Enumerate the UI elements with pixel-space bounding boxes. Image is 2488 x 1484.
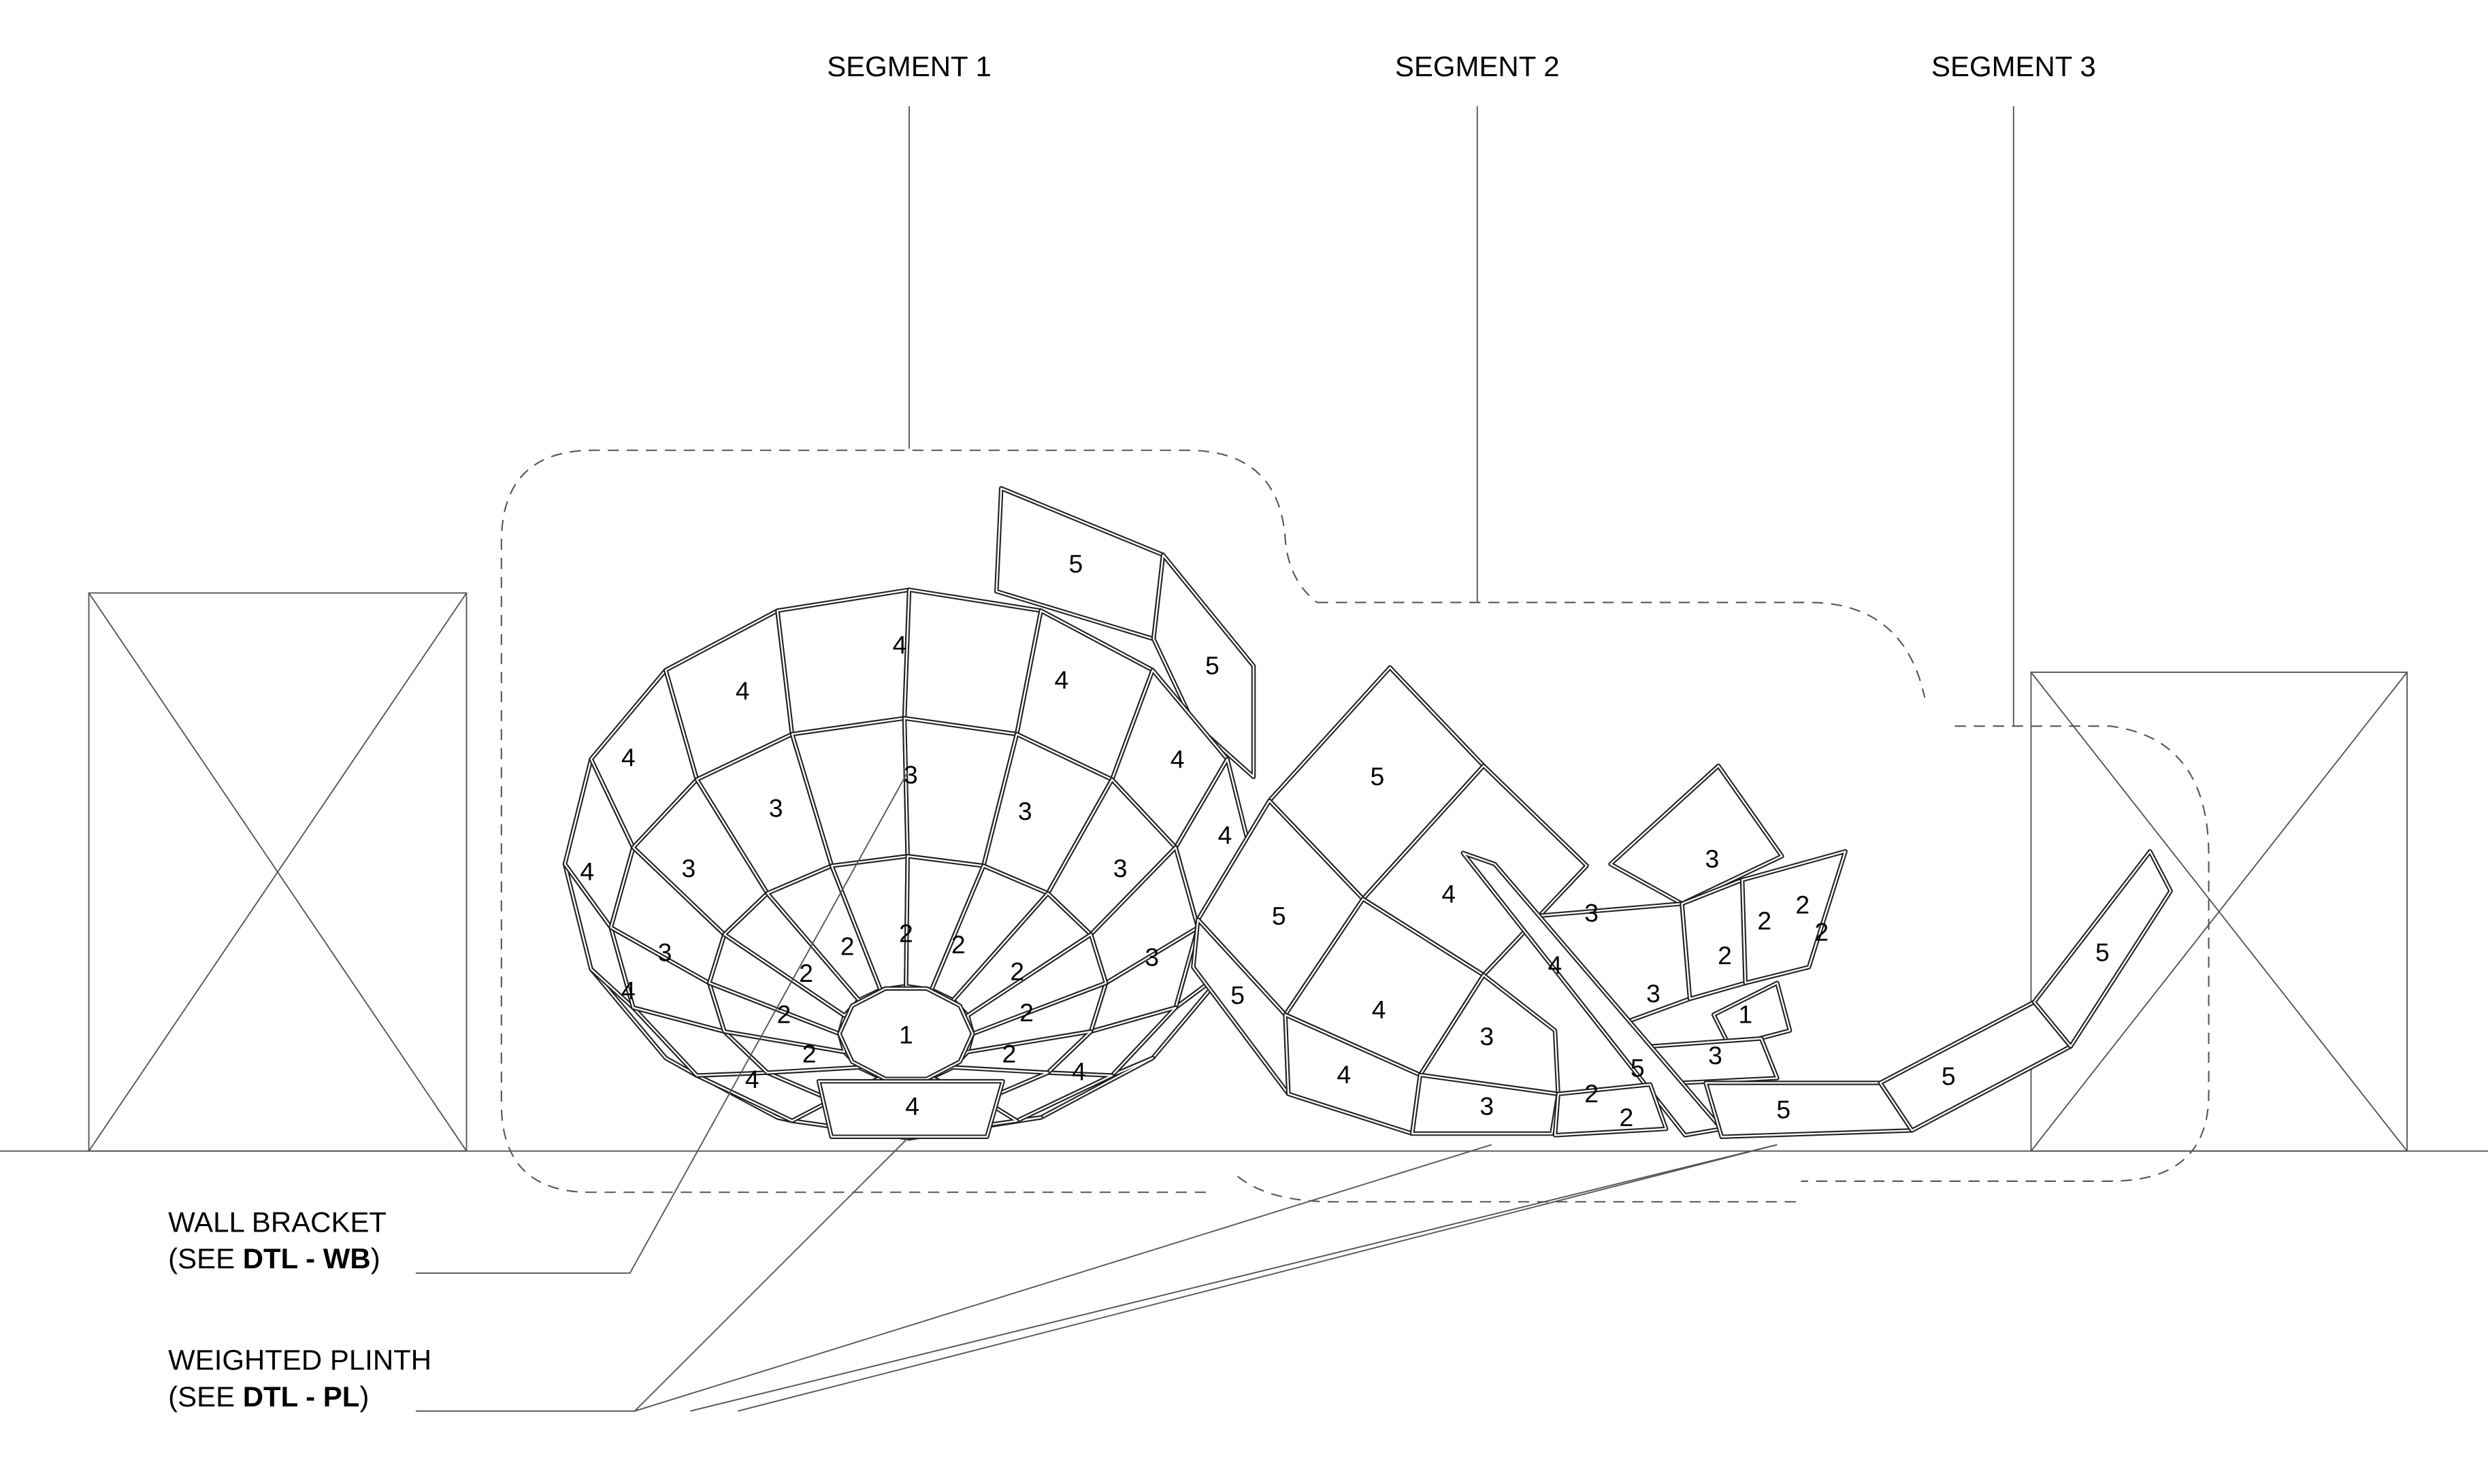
panel-number: 4 <box>905 1092 919 1121</box>
panel-number: 4 <box>621 743 636 772</box>
panel-number: 3 <box>904 761 918 789</box>
panel-number: 3 <box>1646 979 1660 1008</box>
panel-number: 4 <box>1548 951 1562 979</box>
panel-number: 2 <box>1795 891 1810 919</box>
panel-number: 4 <box>1372 995 1386 1023</box>
panel <box>1741 851 1846 984</box>
panel-number: 1 <box>899 1021 913 1049</box>
panel-number: 3 <box>1113 854 1128 883</box>
right-wall-element <box>2030 672 2408 1152</box>
panel-number: 4 <box>736 676 750 705</box>
wall-bracket-label: WALL BRACKET <box>168 1206 387 1238</box>
panel <box>838 987 974 1080</box>
panel <box>2033 851 2172 1048</box>
panel-number: 4 <box>745 1065 759 1093</box>
panel-number: 4 <box>1072 1057 1086 1085</box>
panel-number: 5 <box>1205 651 1220 680</box>
panel-number: 3 <box>1584 898 1599 927</box>
panel <box>1554 1083 1667 1136</box>
panel-number: 2 <box>799 959 813 987</box>
panel-number: 4 <box>1441 879 1456 908</box>
panel <box>1680 877 1748 1002</box>
panel-number: 2 <box>1019 998 1034 1027</box>
panel-number: 3 <box>682 854 696 883</box>
panel-number: 2 <box>1584 1079 1599 1108</box>
panel <box>1411 1074 1559 1135</box>
panel-number: 5 <box>1068 550 1083 578</box>
panel-number: 5 <box>1631 1054 1645 1083</box>
segment-2-fan <box>1191 665 1848 1138</box>
panel <box>1609 765 1783 905</box>
panel-number: 1 <box>1738 1000 1752 1028</box>
panel-number: 4 <box>1054 665 1068 694</box>
segment-2-panel-numbers: 5 5 4 3 3 5 4 4 3 2 2 2 2 1 3 5 3 4 3 2 … <box>1230 762 1829 1132</box>
panel-number: 2 <box>840 931 855 960</box>
panel-number: 2 <box>1757 906 1771 935</box>
panel <box>1152 554 1255 778</box>
weighted-plinth-reference: (SEE DTL - PL) <box>168 1381 369 1413</box>
segment-2-label: SEGMENT 2 <box>1395 50 1560 82</box>
panel-number: 3 <box>1705 844 1719 873</box>
panel <box>775 587 912 737</box>
segment-2-envelope <box>1237 601 1926 1203</box>
segment-3-panel-numbers: 5 5 5 <box>1776 938 2109 1124</box>
panel <box>1712 982 1791 1048</box>
panel-number: 4 <box>621 976 636 1005</box>
panel-number: 3 <box>1479 1092 1494 1121</box>
panel-number: 5 <box>2095 938 2110 967</box>
segment-1-panel-numbers: 5 4 4 4 5 4 3 3 3 4 4 3 3 4 2 2 2 3 3 2 … <box>580 550 1232 1121</box>
weighted-plinth-leaders <box>415 1138 1778 1412</box>
panel-number: 4 <box>1171 744 1185 773</box>
panel-number: 3 <box>1145 943 1159 972</box>
panel-number: 3 <box>1479 1022 1494 1051</box>
panel-number: 3 <box>1708 1041 1722 1070</box>
panel-number: 2 <box>1010 957 1024 986</box>
panel-number: 2 <box>1620 1103 1634 1132</box>
panel-number: 5 <box>1776 1095 1790 1123</box>
wall-bracket-leader <box>415 772 909 1274</box>
panel <box>1878 1000 2074 1133</box>
panel-number: 2 <box>899 919 913 948</box>
panel <box>1703 1081 1914 1139</box>
panel-number: 5 <box>1272 902 1286 930</box>
weighted-plinth-label: WEIGHTED PLINTH <box>168 1344 431 1376</box>
panel-number: 5 <box>1942 1061 1956 1090</box>
wall-bracket-reference: (SEE DTL - WB) <box>168 1242 380 1274</box>
panel <box>817 1080 1004 1138</box>
panel-number: 2 <box>951 930 966 959</box>
panel-number: 4 <box>1218 821 1232 849</box>
panel-number: 4 <box>580 857 594 886</box>
panel-number: 5 <box>1230 981 1245 1010</box>
segment-3-label: SEGMENT 3 <box>1931 50 2096 82</box>
panel-number: 2 <box>1718 941 1732 970</box>
panel-number: 4 <box>1337 1060 1352 1089</box>
panel-number: 5 <box>1370 762 1384 791</box>
panel-number: 3 <box>658 938 672 967</box>
segment-3-strip <box>1703 849 2173 1139</box>
segment-1-bowl <box>562 486 1256 1141</box>
panel-number: 2 <box>1002 1040 1017 1068</box>
segment-1-envelope <box>500 449 1317 1193</box>
panel-number: 4 <box>893 631 907 659</box>
panel-number: 2 <box>802 1040 817 1068</box>
panel-number: 2 <box>1814 917 1829 946</box>
segment-3-envelope <box>1801 725 2210 1182</box>
segment-1-label: SEGMENT 1 <box>827 50 992 82</box>
panel-number: 3 <box>769 794 783 823</box>
panel-number: 3 <box>1018 797 1032 825</box>
left-wall-element <box>88 592 468 1152</box>
panel-number: 2 <box>776 1000 791 1028</box>
